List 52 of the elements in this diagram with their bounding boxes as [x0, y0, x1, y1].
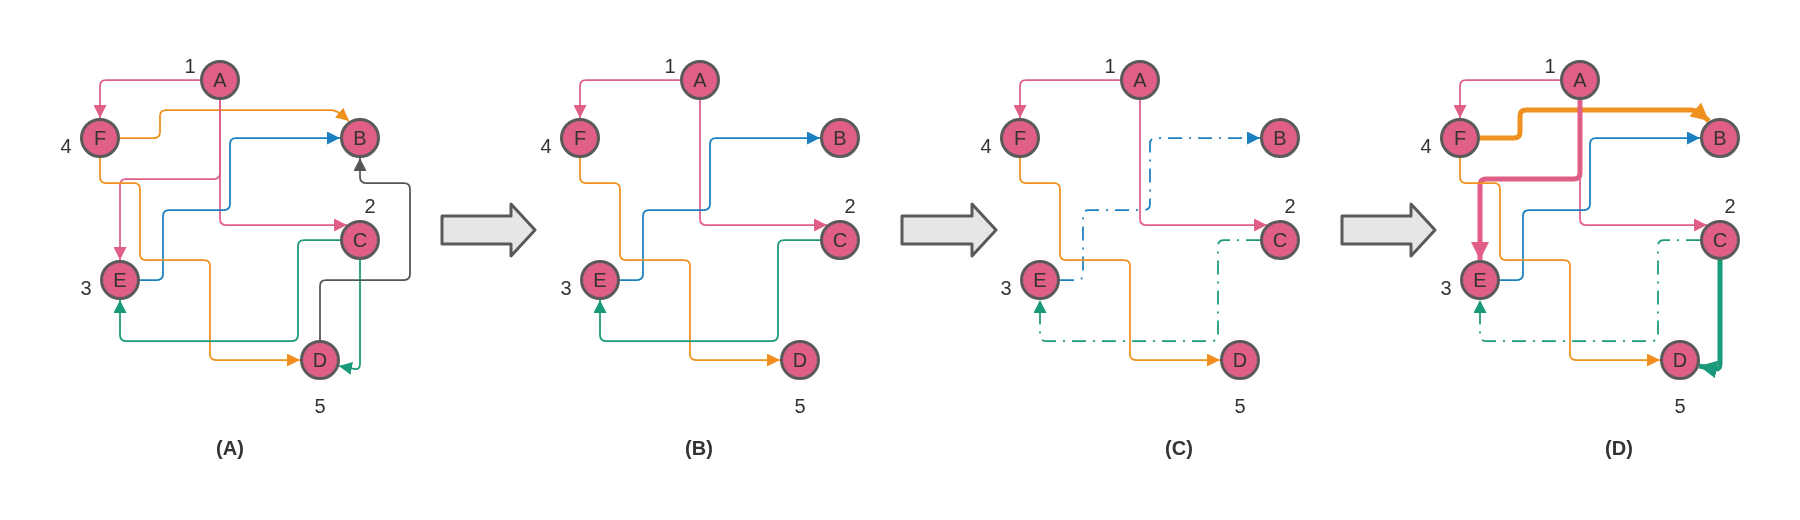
arrow — [1013, 79, 1121, 119]
node-number: 2 — [844, 196, 856, 216]
node-number: 1 — [1104, 56, 1116, 76]
arrow — [573, 79, 681, 119]
node-number: 3 — [1000, 278, 1012, 298]
node-number: 4 — [980, 136, 992, 156]
arrow — [1473, 239, 1701, 342]
node-number: 3 — [80, 278, 92, 298]
node-number: 5 — [1234, 396, 1246, 416]
arrow — [1480, 102, 1711, 141]
arrow — [93, 79, 201, 119]
node-number: 1 — [1544, 56, 1556, 76]
block-arrow — [1340, 202, 1437, 258]
arrow — [1698, 260, 1723, 379]
block-arrow — [440, 202, 537, 258]
arrow — [219, 99, 348, 232]
node-number: 3 — [1440, 278, 1452, 298]
arrow — [1033, 239, 1261, 342]
node-number: 5 — [314, 396, 326, 416]
arrow — [1499, 131, 1701, 281]
node-number: 2 — [1284, 196, 1296, 216]
arrow — [619, 131, 821, 281]
panel-label: (C) — [1165, 438, 1193, 458]
arrow — [1059, 131, 1261, 281]
node-number: 2 — [1724, 196, 1736, 216]
arrow — [139, 131, 341, 281]
node-number: 4 — [1420, 136, 1432, 156]
panel-label: (A) — [216, 438, 244, 458]
arrow — [1453, 79, 1561, 119]
node-number: 4 — [540, 136, 552, 156]
node-number: 5 — [794, 396, 806, 416]
arrow — [1471, 100, 1583, 260]
node-number: 5 — [1674, 396, 1686, 416]
arrow — [1459, 157, 1661, 367]
panel-label: (D) — [1605, 438, 1633, 458]
arrow — [593, 239, 821, 342]
arrow — [699, 99, 828, 232]
arrow — [1019, 157, 1221, 367]
panel-label: (B) — [685, 438, 713, 458]
arrow — [579, 157, 781, 367]
arrow — [338, 259, 361, 375]
block-arrow — [900, 202, 998, 258]
node-number: 4 — [60, 136, 72, 156]
node-number: 1 — [664, 56, 676, 76]
arrow — [99, 157, 301, 367]
arrow — [119, 107, 350, 139]
node-number: 3 — [560, 278, 572, 298]
arrow — [319, 157, 411, 341]
arrow — [1139, 99, 1268, 232]
node-number: 2 — [364, 196, 376, 216]
arrow — [113, 239, 341, 342]
node-number: 1 — [184, 56, 196, 76]
